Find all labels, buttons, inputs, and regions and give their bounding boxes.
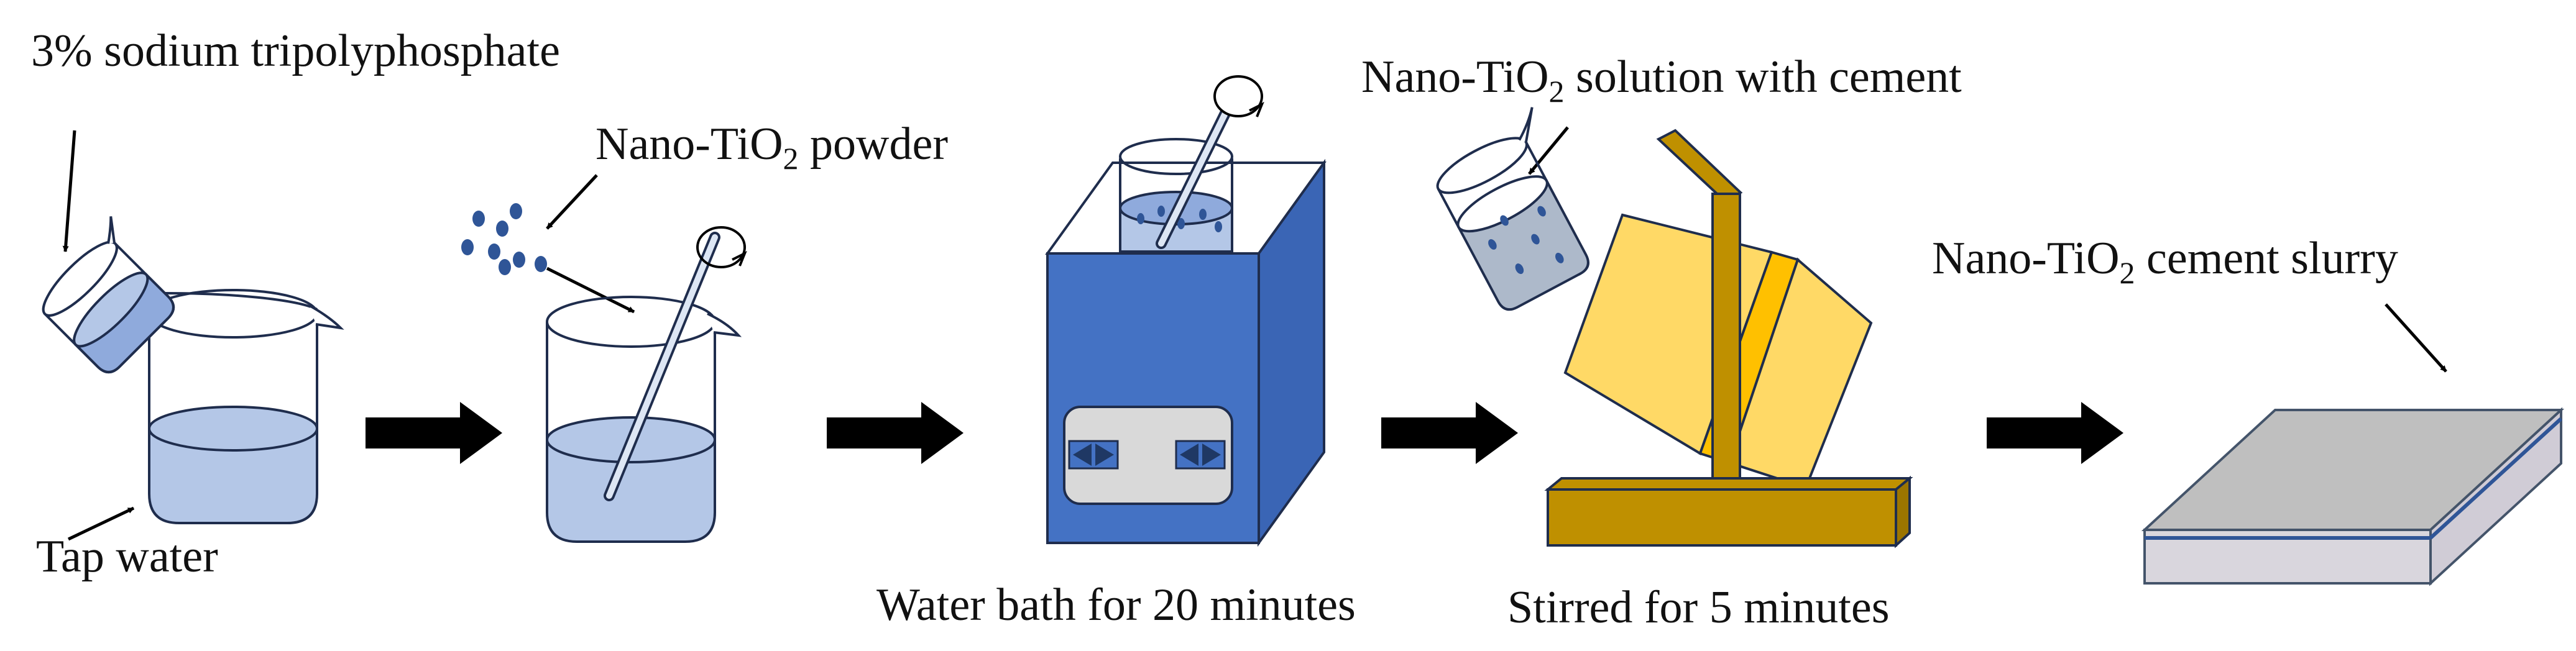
tap-water-beaker-icon <box>148 289 344 524</box>
stirring-rod-icon <box>604 226 747 501</box>
process-arrow-2 <box>827 402 964 464</box>
water-bath-icon <box>1045 75 1327 547</box>
water-bath-side <box>1258 158 1325 547</box>
label-water-bath: Water bath for 20 minutes <box>876 580 1356 631</box>
stpp-pouring-beaker-icon <box>42 216 175 374</box>
control-panel <box>1063 406 1233 505</box>
pointer-arrow-stpp <box>62 130 76 252</box>
step5-group: Nano-TiO2 cement slurry <box>1932 233 2565 586</box>
step3-group: Water bath for 20 minutes <box>876 75 1356 631</box>
bath-beaker-icon <box>1119 75 1264 253</box>
label-tio2-slurry: Nano-TiO2 cement slurry <box>1932 233 2398 290</box>
pointer-arrow-into-beaker <box>546 266 635 314</box>
tap-water-liquid <box>149 429 317 523</box>
right-control-buttons-icon <box>1175 440 1226 470</box>
label-tio2-powder: Nano-TiO2 powder <box>596 119 948 176</box>
label-tio2-solution: Nano-TiO2 solution with cement <box>1361 52 1962 109</box>
pointer-arrow-powder <box>546 174 598 230</box>
cement-slurry-slab-icon <box>2141 407 2565 586</box>
label-stirred: Stirred for 5 minutes <box>1507 582 1890 633</box>
process-arrow-3 <box>1381 402 1518 464</box>
pointer-arrow-slurry <box>2385 303 2447 373</box>
mixer-stand-icon <box>1544 129 1913 549</box>
label-stpp: 3% sodium tripolyphosphate <box>31 25 560 76</box>
pointer-arrow-tap-water <box>67 506 135 541</box>
step4-group: Nano-TiO2 solution with cement <box>1361 52 1962 633</box>
cement-solution-beaker-icon <box>1436 107 1589 311</box>
process-arrow-4 <box>1987 402 2123 464</box>
left-control-buttons-icon <box>1068 440 1119 470</box>
process-arrow-1 <box>366 402 502 464</box>
pointer-arrow-solution <box>1528 126 1569 175</box>
tio2-beaker-icon <box>546 296 742 543</box>
tio2-powder-particles <box>461 203 547 275</box>
step2-group: Nano-TiO2 powder <box>461 119 948 543</box>
label-tap-water: Tap water <box>36 531 218 582</box>
step1-group: 3% sodium tripolyphosphate Tap water <box>31 25 560 582</box>
